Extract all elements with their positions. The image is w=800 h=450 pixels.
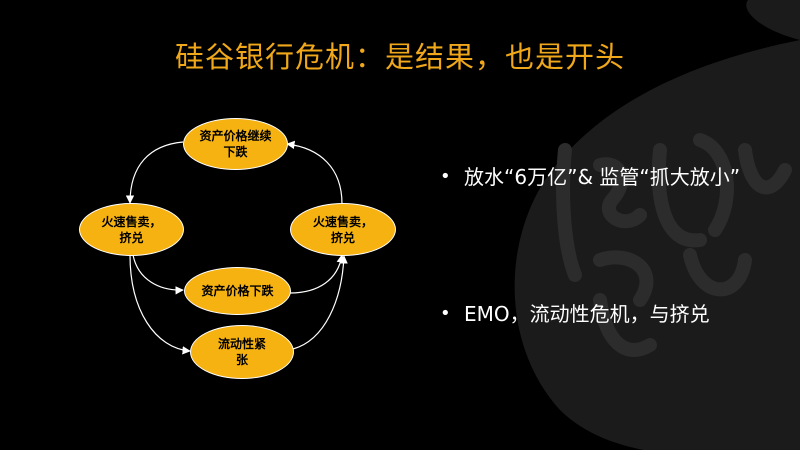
bullet-text: 放水“6万亿”& 监管“抓大放小” xyxy=(464,165,741,189)
node-liquidity-tightening: 流动性紧 张 xyxy=(190,325,294,379)
arrow-asset-fall-to-right xyxy=(289,254,345,294)
bullet-dot-icon: • xyxy=(440,166,451,187)
bullet-item: • 放水“6万亿”& 监管“抓大放小” xyxy=(440,160,784,194)
node-asset-price-continue-fall: 资产价格继续 下跌 xyxy=(183,118,288,170)
bullet-item: • EMO，流动性危机，与挤兑 xyxy=(440,297,800,331)
arrow-liquidity-to-right xyxy=(292,255,348,350)
arrow-left-to-asset-fall xyxy=(132,254,184,295)
slide-title: 硅谷银行危机：是结果，也是开头 xyxy=(174,40,625,74)
arrow-left-to-liquidity xyxy=(129,254,191,355)
arrow-right-to-top xyxy=(286,140,343,205)
bullet-dot-icon: • xyxy=(440,303,451,324)
node-fire-sale-run-right: 火速售卖， 挤兑 xyxy=(290,203,396,256)
node-asset-price-fall: 资产价格下跌 xyxy=(184,267,291,315)
node-fire-sale-run-left: 火速售卖， 挤兑 xyxy=(79,203,184,256)
arrow-top-to-left xyxy=(125,141,184,204)
bullet-text: EMO，流动性危机，与挤兑 xyxy=(464,302,710,326)
